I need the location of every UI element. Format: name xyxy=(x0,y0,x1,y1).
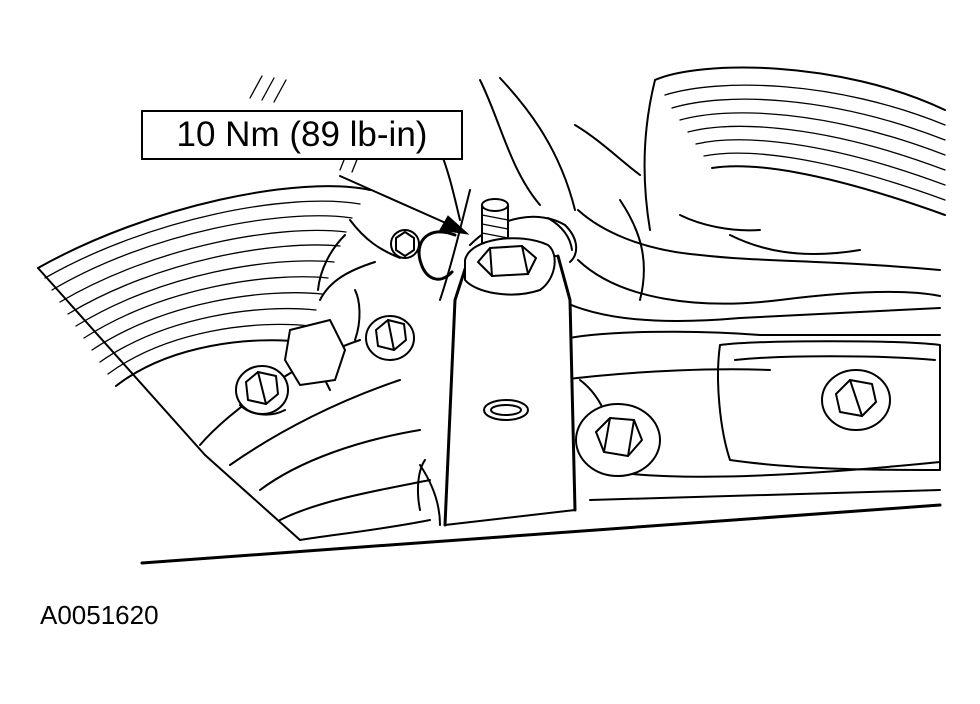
bolt-right xyxy=(821,369,891,431)
wire-clip xyxy=(417,217,573,281)
stud-and-nut xyxy=(464,198,556,296)
hatch-marks xyxy=(249,75,361,173)
figure-id: A0051620 xyxy=(40,600,159,630)
left-pulley xyxy=(37,185,371,541)
bracket-lug xyxy=(284,289,361,386)
bracket-slot xyxy=(483,399,529,421)
bolt-lower-center xyxy=(575,403,661,477)
strap-bracket xyxy=(416,215,578,527)
torque-callout-text: 10 Nm (89 lb-in) xyxy=(176,115,428,154)
baseline xyxy=(140,503,942,565)
torque-callout: 10 Nm (89 lb-in) xyxy=(141,110,463,160)
bolt-upper-small xyxy=(390,229,420,259)
bolt-lower-left xyxy=(235,365,289,416)
bolt-mid-left xyxy=(365,315,415,361)
leader-arrow xyxy=(339,175,470,235)
engine-block xyxy=(199,77,941,541)
upper-right-pulley xyxy=(643,66,946,231)
